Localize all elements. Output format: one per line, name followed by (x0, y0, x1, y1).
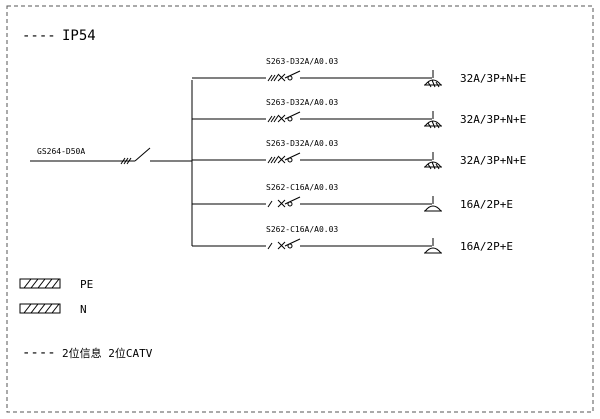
pe-hatch-swatch (19, 278, 61, 289)
socket-outlet-icon (424, 70, 442, 88)
breaker-pole-ticks (267, 242, 273, 250)
socket-outlet-icon (424, 196, 442, 212)
branch-circuit: S263-D32A/A0.03 32A/3P+N+E (192, 57, 526, 88)
branch-load-label: 32A/3P+N+E (460, 154, 526, 167)
socket-outlet-icon (424, 152, 442, 170)
branch-circuits: S263-D32A/A0.0332A/3P+N+ES263-D32A/A0.03… (192, 57, 526, 254)
breaker-pole-ticks (267, 115, 279, 123)
branch-breaker-label: S262-C16A/A0.03 (266, 225, 338, 234)
legend: PE N (19, 278, 93, 316)
legend-item-n: N (19, 303, 87, 316)
header-title: IP54 (62, 28, 96, 44)
breaker-contact (287, 116, 293, 122)
main-breaker-contact (134, 147, 151, 162)
legend-label-n: N (80, 303, 87, 316)
main-breaker-label: GS264-D50A (37, 147, 85, 156)
breaker-trip-mark (277, 241, 286, 250)
legend-label-pe: PE (80, 278, 93, 291)
branch-breaker-label: S263-D32A/A0.03 (266, 139, 338, 148)
n-hatch-swatch (19, 303, 61, 314)
branch-circuit: S262-C16A/A0.03 16A/2P+E (192, 225, 513, 254)
branch-breaker-label: S263-D32A/A0.03 (266, 98, 338, 107)
branch-breaker-label: S263-D32A/A0.03 (266, 57, 338, 66)
branch-load-label: 32A/3P+N+E (460, 113, 526, 126)
breaker-contact (287, 157, 293, 163)
breaker-trip-mark (277, 73, 286, 82)
breaker-trip-mark (277, 199, 286, 208)
breaker-contact (287, 75, 293, 81)
footer-text: 2位信息 2位CATV (62, 346, 153, 360)
breaker-pole-ticks (267, 200, 273, 208)
branch-load-label: 32A/3P+N+E (460, 72, 526, 85)
breaker-pole-ticks (267, 74, 279, 82)
branch-load-label: 16A/2P+E (460, 198, 513, 211)
panel-boundary (6, 5, 594, 413)
breaker-trip-mark (277, 155, 286, 164)
breaker-contact (287, 243, 293, 249)
branch-breaker-label: S262-C16A/A0.03 (266, 183, 338, 192)
main-breaker: GS264-D50A (30, 147, 192, 165)
socket-outlet-icon (424, 111, 442, 129)
branch-load-label: 16A/2P+E (460, 240, 513, 253)
breaker-pole-ticks (267, 156, 279, 164)
legend-item-pe: PE (19, 278, 93, 291)
branch-circuit: S262-C16A/A0.03 16A/2P+E (192, 183, 513, 212)
branch-circuit: S263-D32A/A0.03 32A/3P+N+E (192, 98, 526, 129)
breaker-trip-mark (277, 114, 286, 123)
main-breaker-pole-ticks (120, 157, 132, 165)
branch-circuit: S263-D32A/A0.03 32A/3P+N+E (192, 139, 526, 170)
breaker-contact (287, 201, 293, 207)
header-dash: ---- (22, 28, 56, 44)
footer-dash: ---- (22, 345, 56, 361)
socket-outlet-icon (424, 238, 442, 254)
